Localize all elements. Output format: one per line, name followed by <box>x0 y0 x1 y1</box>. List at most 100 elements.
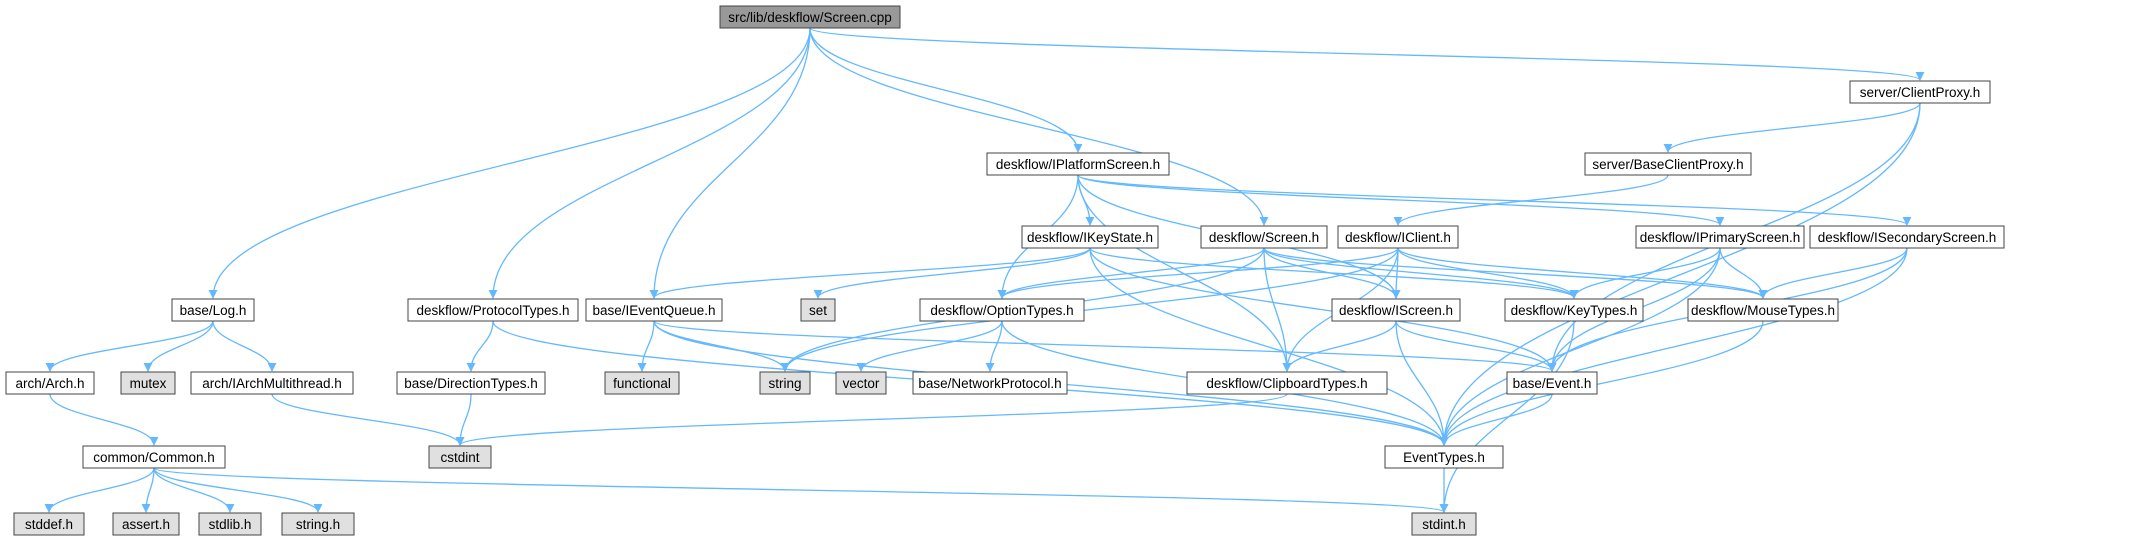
node-common-h[interactable]: common/Common.h <box>82 445 226 469</box>
edge-iplatform_screen-to-isecondary_screen <box>1077 174 1912 226</box>
node-string: string <box>759 371 811 395</box>
node-box <box>281 512 355 536</box>
node-isecondary-screen[interactable]: deskflow/ISecondaryScreen.h <box>1809 225 2005 249</box>
node-direction-types[interactable]: base/DirectionTypes.h <box>396 371 546 395</box>
node-screen-h[interactable]: deskflow/Screen.h <box>1200 225 1328 249</box>
node-label: base/IEventQueue.h <box>592 303 715 318</box>
node-label: deskflow/IScreen.h <box>1339 303 1453 318</box>
edge-event_h-to-event_types <box>1439 393 1553 446</box>
node-stdlib: stdlib.h <box>198 512 262 536</box>
node-label: server/ClientProxy.h <box>1860 85 1981 100</box>
edge-ievent_queue-to-functional <box>637 320 655 372</box>
node-iarch-multithread[interactable]: arch/IArchMultithread.h <box>190 371 354 395</box>
node-option-types[interactable]: deskflow/OptionTypes.h <box>919 298 1085 322</box>
edge-screen_h-to-clipboard_types <box>1263 247 1292 372</box>
node-box <box>1635 225 1805 249</box>
edge-client_proxy-to-base_client_proxy <box>1663 102 1921 153</box>
node-box <box>1687 298 1839 322</box>
edges-layer <box>44 27 1925 513</box>
node-box <box>1331 298 1461 322</box>
node-stddef: stddef.h <box>13 512 85 536</box>
node-label: mutex <box>130 376 167 391</box>
node-label: common/Common.h <box>93 450 215 465</box>
node-label: cstdint <box>440 450 479 465</box>
node-clipboard-types[interactable]: deskflow/ClipboardTypes.h <box>1186 371 1388 395</box>
node-box <box>190 371 354 395</box>
node-ikeystate[interactable]: deskflow/IKeyState.h <box>1021 225 1159 249</box>
node-base-client-proxy[interactable]: server/BaseClientProxy.h <box>1584 152 1752 176</box>
node-label: base/DirectionTypes.h <box>404 376 538 391</box>
edge-screen_cpp-to-iplatform_screen <box>809 27 1083 153</box>
node-string-h: string.h <box>281 512 355 536</box>
edge-isecondary_screen-to-event_types <box>1439 247 1908 446</box>
node-screen-cpp[interactable]: src/lib/deskflow/Screen.cpp <box>719 5 901 29</box>
node-iprimary-screen[interactable]: deskflow/IPrimaryScreen.h <box>1635 225 1805 249</box>
node-iclient[interactable]: deskflow/IClient.h <box>1337 225 1459 249</box>
node-set: set <box>800 298 836 322</box>
node-iscreen[interactable]: deskflow/IScreen.h <box>1331 298 1461 322</box>
node-box <box>1337 225 1459 249</box>
node-key-types[interactable]: deskflow/KeyTypes.h <box>1504 298 1644 322</box>
edge-iclient-to-key_types <box>1397 247 1579 299</box>
node-mutex: mutex <box>120 371 176 395</box>
node-label: stdint.h <box>1422 517 1466 532</box>
edge-iclient-to-mouse_types <box>1397 247 1768 299</box>
edge-option_types-to-vector <box>856 320 1003 372</box>
node-protocol-types[interactable]: deskflow/ProtocolTypes.h <box>407 298 579 322</box>
node-label: arch/IArchMultithread.h <box>202 376 342 391</box>
node-event-types[interactable]: EventTypes.h <box>1384 445 1504 469</box>
edge-screen_h-to-key_types <box>1263 247 1579 299</box>
edge-ikeystate-to-event_types <box>1089 247 1449 446</box>
edge-log_h-to-iarch_multithread <box>212 320 277 372</box>
edge-screen_cpp-to-client_proxy <box>809 27 1925 81</box>
edge-option_types-to-network_protocol <box>985 320 1003 372</box>
edge-iscreen-to-clipboard_types <box>1282 320 1397 372</box>
node-box <box>13 512 85 536</box>
node-label: stddef.h <box>25 517 73 532</box>
node-label: base/Event.h <box>1513 376 1592 391</box>
edge-screen_cpp-to-ievent_queue <box>649 27 811 299</box>
edge-iclient-to-string <box>780 247 1399 372</box>
node-box <box>112 512 180 536</box>
node-box <box>585 298 723 322</box>
node-label: string.h <box>296 517 340 532</box>
edge-iprimary_screen-to-event_types <box>1439 247 1721 446</box>
node-label: vector <box>843 376 880 391</box>
node-label: base/NetworkProtocol.h <box>918 376 1061 391</box>
edge-common_h-to-stdint <box>153 467 1449 513</box>
edge-common_h-to-assert <box>141 467 155 513</box>
edge-log_h-to-arch_h <box>45 320 214 372</box>
edge-screen_h-to-iscreen <box>1263 247 1401 299</box>
node-box <box>1506 371 1598 395</box>
node-label: base/Log.h <box>180 303 247 318</box>
edge-iscreen-to-event_h <box>1395 320 1557 372</box>
edge-client_proxy-to-event_types <box>1439 102 1921 446</box>
node-label: set <box>809 303 827 318</box>
edge-ievent_queue-to-event_h <box>653 320 1557 372</box>
node-box <box>1584 152 1752 176</box>
node-event-h[interactable]: base/Event.h <box>1506 371 1598 395</box>
node-ievent-queue[interactable]: base/IEventQueue.h <box>585 298 723 322</box>
node-box <box>1021 225 1159 249</box>
edge-iclient-to-option_types <box>997 247 1399 299</box>
node-box <box>835 371 887 395</box>
node-box <box>986 152 1170 176</box>
edge-direction_types-to-cstdint <box>455 393 472 446</box>
edge-log_h-to-mutex <box>143 320 214 372</box>
node-log-h[interactable]: base/Log.h <box>171 298 255 322</box>
node-box <box>1809 225 2005 249</box>
edge-ikeystate-to-ievent_queue <box>649 247 1091 299</box>
node-label: deskflow/IKeyState.h <box>1027 230 1153 245</box>
node-arch-h[interactable]: arch/Arch.h <box>5 371 95 395</box>
node-iplatform-screen[interactable]: deskflow/IPlatformScreen.h <box>986 152 1170 176</box>
node-box <box>1186 371 1388 395</box>
edge-screen_cpp-to-screen_h <box>809 27 1269 226</box>
node-box <box>396 371 546 395</box>
node-client-proxy[interactable]: server/ClientProxy.h <box>1849 80 1991 104</box>
node-label: deskflow/OptionTypes.h <box>930 303 1073 318</box>
node-label: stdlib.h <box>209 517 252 532</box>
node-network-protocol[interactable]: base/NetworkProtocol.h <box>912 371 1068 395</box>
node-assert: assert.h <box>112 512 180 536</box>
node-mouse-types[interactable]: deskflow/MouseTypes.h <box>1687 298 1839 322</box>
